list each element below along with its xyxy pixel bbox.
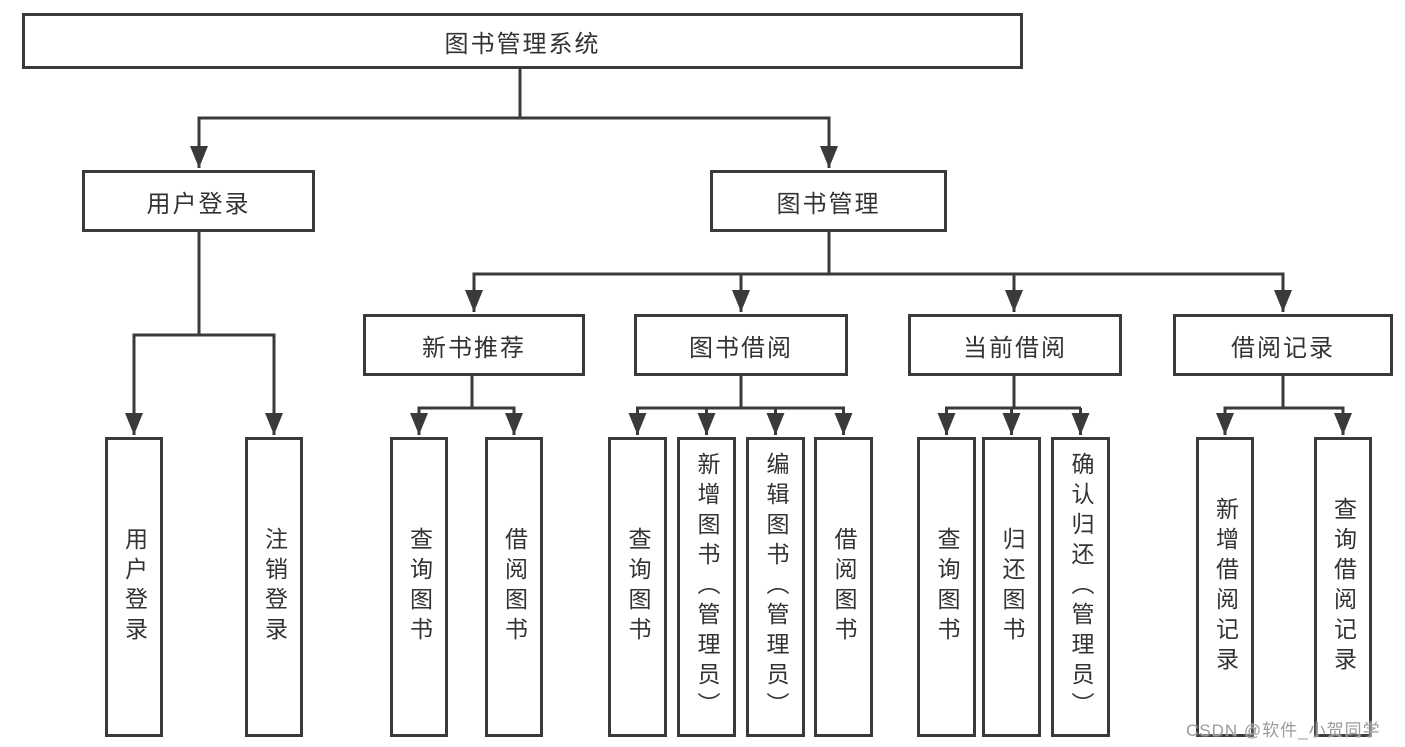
leaf-query-books-2-label: 查询图书 xyxy=(625,527,651,647)
node-book-mgmt-label: 图书管理 xyxy=(776,190,881,218)
leaf-user-login: 用户登录 xyxy=(105,437,163,737)
node-root: 图书管理系统 xyxy=(22,13,1023,69)
leaf-add-borrow-record: 新增借阅记录 xyxy=(1196,437,1254,737)
node-book-borrow: 图书借阅 xyxy=(634,314,848,376)
leaf-query-books-2: 查询图书 xyxy=(608,437,667,737)
leaf-edit-book-admin: 编辑图书（管理员） xyxy=(746,437,805,737)
csdn-watermark: CSDN @软件_小贺同学 xyxy=(1186,721,1381,740)
node-current-borrow: 当前借阅 xyxy=(908,314,1122,376)
node-borrow-records-label: 借阅记录 xyxy=(1231,334,1335,362)
node-root-label: 图书管理系统 xyxy=(444,30,601,58)
node-new-books: 新书推荐 xyxy=(363,314,585,376)
node-book-borrow-label: 图书借阅 xyxy=(689,334,793,362)
leaf-return-book: 归还图书 xyxy=(982,437,1041,737)
leaf-query-borrow-record-label: 查询借阅记录 xyxy=(1330,497,1357,677)
leaf-borrow-books-2-label: 借阅图书 xyxy=(831,527,857,647)
leaf-add-borrow-record-label: 新增借阅记录 xyxy=(1212,497,1239,677)
leaf-confirm-return-admin-label: 确认归还（管理员） xyxy=(1068,452,1094,722)
leaf-logout-label: 注销登录 xyxy=(261,527,288,647)
leaf-borrow-books-2: 借阅图书 xyxy=(814,437,873,737)
leaf-query-books-3-label: 查询图书 xyxy=(934,527,960,647)
node-borrow-records: 借阅记录 xyxy=(1173,314,1393,376)
leaf-query-borrow-record: 查询借阅记录 xyxy=(1314,437,1372,737)
node-new-books-label: 新书推荐 xyxy=(422,334,526,362)
leaf-logout: 注销登录 xyxy=(245,437,303,737)
node-current-borrow-label: 当前借阅 xyxy=(963,334,1067,362)
leaf-add-book-admin-label: 新增图书（管理员） xyxy=(694,452,720,722)
leaf-query-books-1: 查询图书 xyxy=(390,437,448,737)
leaf-return-book-label: 归还图书 xyxy=(999,527,1025,647)
leaf-borrow-books-1: 借阅图书 xyxy=(485,437,543,737)
leaf-add-book-admin: 新增图书（管理员） xyxy=(677,437,736,737)
leaf-confirm-return-admin: 确认归还（管理员） xyxy=(1051,437,1110,737)
leaf-query-books-3: 查询图书 xyxy=(917,437,976,737)
leaf-borrow-books-1-label: 借阅图书 xyxy=(501,527,528,647)
node-user-login: 用户登录 xyxy=(82,170,315,232)
node-book-mgmt: 图书管理 xyxy=(710,170,947,232)
leaf-query-books-1-label: 查询图书 xyxy=(406,527,433,647)
leaf-user-login-label: 用户登录 xyxy=(121,527,148,647)
leaf-edit-book-admin-label: 编辑图书（管理员） xyxy=(763,452,789,722)
node-user-login-label: 用户登录 xyxy=(146,190,251,218)
